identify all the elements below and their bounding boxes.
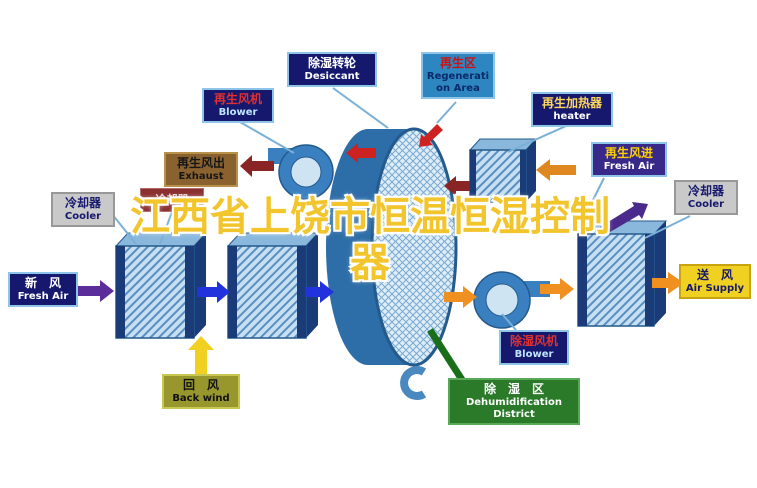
label-back-wind-en: Back wind (172, 393, 230, 404)
label-regeneration-area: 再生区 Regeneration Area (421, 52, 495, 99)
label-fresh-air-zh: 新 风 (24, 276, 61, 290)
wheel-hub-mark (400, 366, 427, 400)
dehum-fan (473, 271, 550, 329)
ahu-box-middle (226, 232, 320, 339)
desiccant-wheel (326, 127, 458, 367)
arrow-fresh-air-inlet (76, 280, 114, 302)
arrow-process-4 (540, 278, 574, 300)
label-regen-heater-en: heater (553, 111, 591, 122)
label-regen-blower: 再生风机 Blower (202, 88, 274, 123)
label-dehum-blower-zh: 除湿风机 (509, 334, 558, 348)
arrow-cooler-branch (600, 202, 648, 235)
label-fresh-air: 新 风 Fresh Air (8, 272, 78, 307)
label-regen-fresh-air-zh: 再生风进 (604, 146, 653, 160)
label-back-wind: 回 风 Back wind (162, 374, 240, 409)
label-regen-fresh-air: 再生风进 Fresh Air (591, 142, 667, 177)
label-desiccant: 除湿转轮 Desiccant (287, 52, 377, 87)
arrow-process-1 (197, 281, 230, 303)
label-air-supply-zh: 送 风 (696, 268, 733, 282)
ahu-box-right (576, 220, 668, 327)
label-regeneration-area-zh: 再生区 (439, 56, 476, 70)
label-dehum-blower: 除湿风机 Blower (499, 330, 569, 365)
arrow-process-2 (305, 281, 334, 303)
label-dehum-district: 除 湿 区 Dehumidification District (448, 378, 580, 425)
label-connectors (111, 87, 691, 331)
arrow-regen-area-down (419, 124, 443, 147)
arrow-return-air (188, 336, 214, 374)
label-cooler-small: 冷却器 (140, 188, 204, 212)
regen-fan (268, 144, 334, 200)
label-cooler-left-en: Cooler (64, 211, 102, 222)
label-regen-blower-en: Blower (218, 107, 258, 118)
arrow-regen-heater-to-wheel (444, 176, 470, 196)
arrow-exhaust (240, 155, 274, 177)
label-back-wind-zh: 回 风 (182, 378, 219, 392)
label-exhaust: 再生风出 Exhaust (164, 152, 238, 187)
label-dehum-district-zh: 除 湿 区 (483, 382, 544, 396)
label-fresh-air-en: Fresh Air (17, 291, 69, 302)
arrow-process-3 (444, 286, 477, 308)
label-desiccant-en: Desiccant (304, 71, 360, 82)
label-regen-blower-zh: 再生风机 (213, 92, 262, 106)
label-dehum-district-en2: District (493, 409, 535, 420)
label-exhaust-en: Exhaust (178, 171, 224, 182)
arrow-regen-inlet (536, 159, 576, 181)
label-dehum-district-en1: Dehumidification (465, 397, 563, 408)
label-regen-heater: 再生加热器 heater (531, 92, 613, 127)
label-air-supply-en: Air Supply (685, 283, 745, 294)
arrow-regen-wheel-to-fan (346, 143, 376, 163)
label-cooler-right: 冷却器 Cooler (674, 180, 738, 215)
label-regen-fresh-air-en: Fresh Air (603, 161, 655, 172)
ahu-box-left (114, 232, 208, 339)
label-air-supply: 送 风 Air Supply (679, 264, 751, 299)
label-cooler-right-en: Cooler (687, 199, 725, 210)
label-desiccant-zh: 除湿转轮 (307, 56, 356, 70)
regen-heater-box (468, 138, 538, 203)
label-exhaust-zh: 再生风出 (176, 156, 225, 170)
district-pointer-line (427, 328, 469, 388)
arrow-supply-outlet (652, 272, 684, 294)
label-cooler-small-zh: 冷却器 (155, 193, 189, 206)
label-regen-heater-zh: 再生加热器 (541, 96, 602, 110)
label-cooler-left: 冷却器 Cooler (51, 192, 115, 227)
label-regeneration-area-en: Regeneration Area (426, 71, 490, 94)
label-dehum-blower-en: Blower (514, 349, 554, 360)
label-cooler-left-zh: 冷却器 (64, 196, 101, 210)
label-cooler-right-zh: 冷却器 (687, 184, 724, 198)
